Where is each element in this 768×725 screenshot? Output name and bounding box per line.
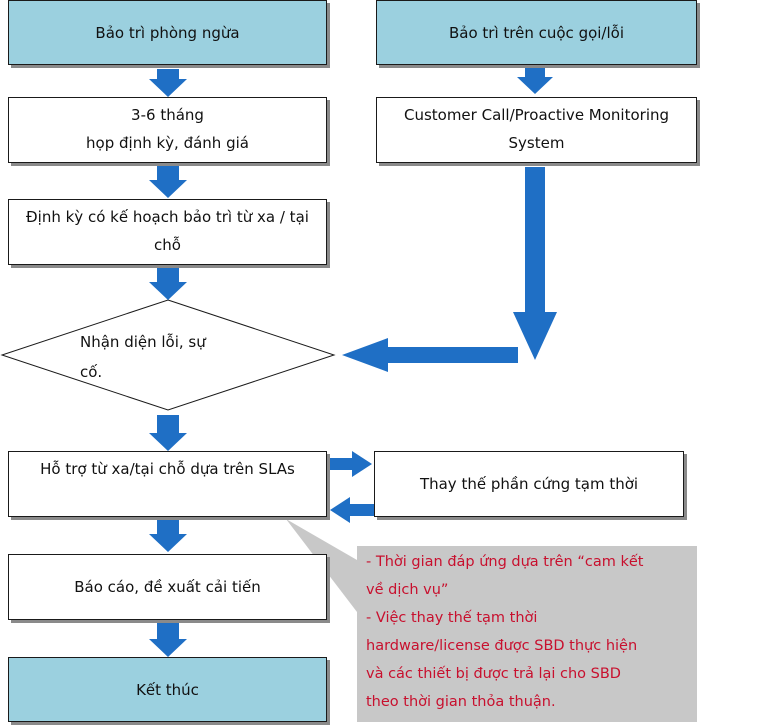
on-call-maintenance-label: Bảo trì trên cuộc gọi/lỗi	[448, 23, 624, 42]
decision-line-1: Nhận diện lỗi, sự	[80, 333, 206, 351]
scheduled-maintenance-line-2: chỗ	[154, 236, 181, 254]
arrow-down-6	[149, 621, 187, 657]
on-call-maintenance-header: Bảo trì trên cuộc gọi/lỗi	[376, 0, 697, 65]
arrow-down-1	[149, 69, 187, 97]
decision-text: Nhận diện lỗi, sự cố.	[80, 327, 270, 387]
periodic-meeting-box: 3-6 tháng họp định kỳ, đánh giá	[8, 97, 327, 163]
right-flow-arrows	[330, 67, 557, 523]
hardware-replacement-label: Thay thế phần cứng tạm thời	[419, 475, 639, 493]
callout-line-6: theo thời gian thỏa thuận.	[366, 694, 556, 710]
call-monitoring-box: Customer Call/Proactive Monitoring Syste…	[376, 97, 697, 163]
hardware-replacement-box: Thay thế phần cứng tạm thời	[374, 451, 684, 517]
decision-diamond	[0, 299, 336, 411]
callout-background	[357, 546, 697, 722]
scheduled-maintenance-box: Định kỳ có kế hoạch bảo trì từ xa / tại …	[8, 199, 327, 265]
callout-line-1: - Thời gian đáp ứng dựa trên “cam kết	[366, 554, 644, 570]
callout-line-2: về dịch vụ”	[366, 582, 449, 598]
arrow-left-from-hardware	[330, 497, 374, 523]
arrow-down-3	[149, 266, 187, 300]
sla-support-label: Hỗ trợ từ xa/tại chỗ dựa trên SLAs	[40, 460, 295, 478]
periodic-meeting-line-2: họp định kỳ, đánh giá	[86, 134, 249, 152]
preventive-maintenance-header: Bảo trì phòng ngừa	[8, 0, 327, 65]
sla-support-box: Hỗ trợ từ xa/tại chỗ dựa trên SLAs	[8, 451, 327, 517]
call-monitoring-line-1: Customer Call/Proactive Monitoring	[403, 106, 670, 124]
scheduled-maintenance-line-1: Định kỳ có kế hoạch bảo trì từ xa / tại	[26, 208, 309, 226]
callout-line-4: hardware/license được SBD thực hiện	[366, 638, 638, 654]
call-monitoring-line-2: System	[508, 134, 565, 152]
preventive-maintenance-label: Bảo trì phòng ngừa	[95, 23, 240, 42]
arrow-right-to-hardware	[330, 451, 372, 477]
periodic-meeting-line-1: 3-6 tháng	[131, 106, 204, 124]
arrow-down-5	[149, 518, 187, 552]
report-label: Báo cáo, đề xuất cải tiến	[74, 578, 261, 596]
decision-line-2: cố.	[80, 363, 103, 381]
arrow-down-2	[149, 164, 187, 198]
arrow-left-to-diamond	[342, 338, 518, 372]
callout-note: - Thời gian đáp ứng dựa trên “cam kết về…	[366, 548, 698, 716]
arrow-down-right-long	[513, 167, 557, 360]
report-box: Báo cáo, đề xuất cải tiến	[8, 554, 327, 620]
left-flow-arrows	[149, 69, 187, 657]
end-box: Kết thúc	[8, 657, 327, 722]
arrow-down-4	[149, 415, 187, 451]
end-label: Kết thúc	[136, 680, 199, 699]
callout-line-5: và các thiết bị được trả lại cho SBD	[366, 666, 621, 682]
callout-line-3: - Việc thay thế tạm thời	[366, 610, 538, 626]
arrow-down-right-1	[517, 67, 553, 94]
